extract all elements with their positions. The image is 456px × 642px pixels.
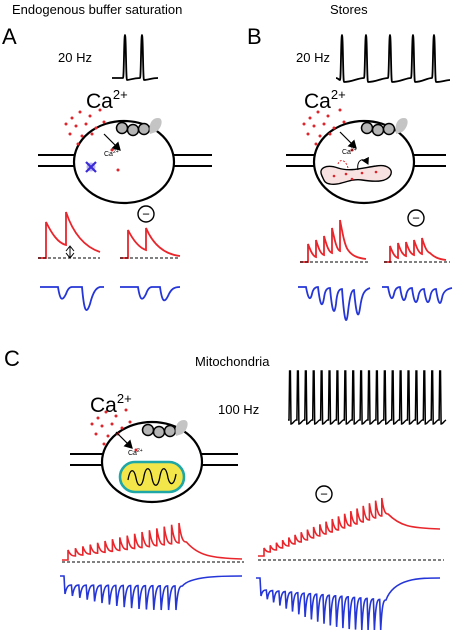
panel-c-letter: C xyxy=(4,346,20,371)
calcium-dots-a xyxy=(64,108,120,172)
panel-c: C Mitochondria 100 Hz Ca2+ xyxy=(4,346,447,631)
synapse-cartoon-a: Ca2+ Ca2+ xyxy=(38,87,212,205)
calcium-dots-b xyxy=(302,108,354,152)
er-store xyxy=(320,156,392,186)
calcium-trace-c-control xyxy=(62,522,243,561)
panel-b-title: Stores xyxy=(330,2,368,17)
calcium-small-label-a: Ca2+ xyxy=(104,149,119,158)
panel-b-frequency: 20 Hz xyxy=(296,50,330,65)
panel-b-letter: B xyxy=(247,24,262,49)
current-trace-c-minus xyxy=(256,577,441,631)
panel-a-frequency: 20 Hz xyxy=(58,50,92,65)
increment-marker-a xyxy=(65,245,75,259)
calcium-label-b: Ca2+ xyxy=(304,87,346,113)
calcium-small-label-c: Ca2+ xyxy=(128,448,143,457)
spike-train-b xyxy=(335,34,451,83)
vesicle-cluster-a xyxy=(115,118,162,137)
calcium-trace-b-control xyxy=(300,219,367,263)
buffer-x-icon xyxy=(85,161,97,173)
calcium-trace-c-minus xyxy=(258,497,441,557)
minus-circle-icon-c: − xyxy=(315,485,333,503)
calcium-trace-a-control xyxy=(38,211,101,259)
svg-text:−: − xyxy=(320,487,328,502)
panel-c-title: Mitochondria xyxy=(195,354,270,369)
vesicle-cluster-b xyxy=(360,118,408,137)
panel-c-frequency: 100 Hz xyxy=(218,402,259,417)
calcium-label-a: Ca2+ xyxy=(86,87,128,113)
current-trace-b-minus xyxy=(382,286,453,304)
panel-a-title: Endogenous buffer saturation xyxy=(12,2,182,17)
current-trace-a-minus xyxy=(120,286,181,302)
panel-b: B Stores 20 Hz Ca2+ xyxy=(247,2,453,321)
current-trace-b-control xyxy=(298,286,371,321)
current-trace-c-control xyxy=(60,575,243,611)
spike-train-c xyxy=(288,370,447,425)
panel-a: A Endogenous buffer saturation 20 Hz xyxy=(2,2,212,311)
calcium-trace-b-minus xyxy=(384,237,447,263)
spike-train-a xyxy=(112,34,159,81)
vesicle-cluster-c xyxy=(141,420,188,439)
mitochondrion xyxy=(118,460,186,494)
calcium-small-label-b: Ca2+ xyxy=(342,147,357,156)
minus-circle-icon-b: − xyxy=(407,209,425,227)
svg-text:−: − xyxy=(412,211,420,226)
minus-circle-icon-a: − xyxy=(137,205,155,223)
panel-a-letter: A xyxy=(2,24,17,49)
svg-text:−: − xyxy=(142,207,150,222)
synapse-cartoon-b: Ca2+ Ca2+ xyxy=(286,87,446,205)
current-trace-a-control xyxy=(40,286,104,311)
calcium-trace-a-minus xyxy=(120,227,181,259)
calcium-label-c: Ca2+ xyxy=(90,391,132,417)
synapse-cartoon-c: Ca2+ Ca2+ xyxy=(70,391,238,504)
